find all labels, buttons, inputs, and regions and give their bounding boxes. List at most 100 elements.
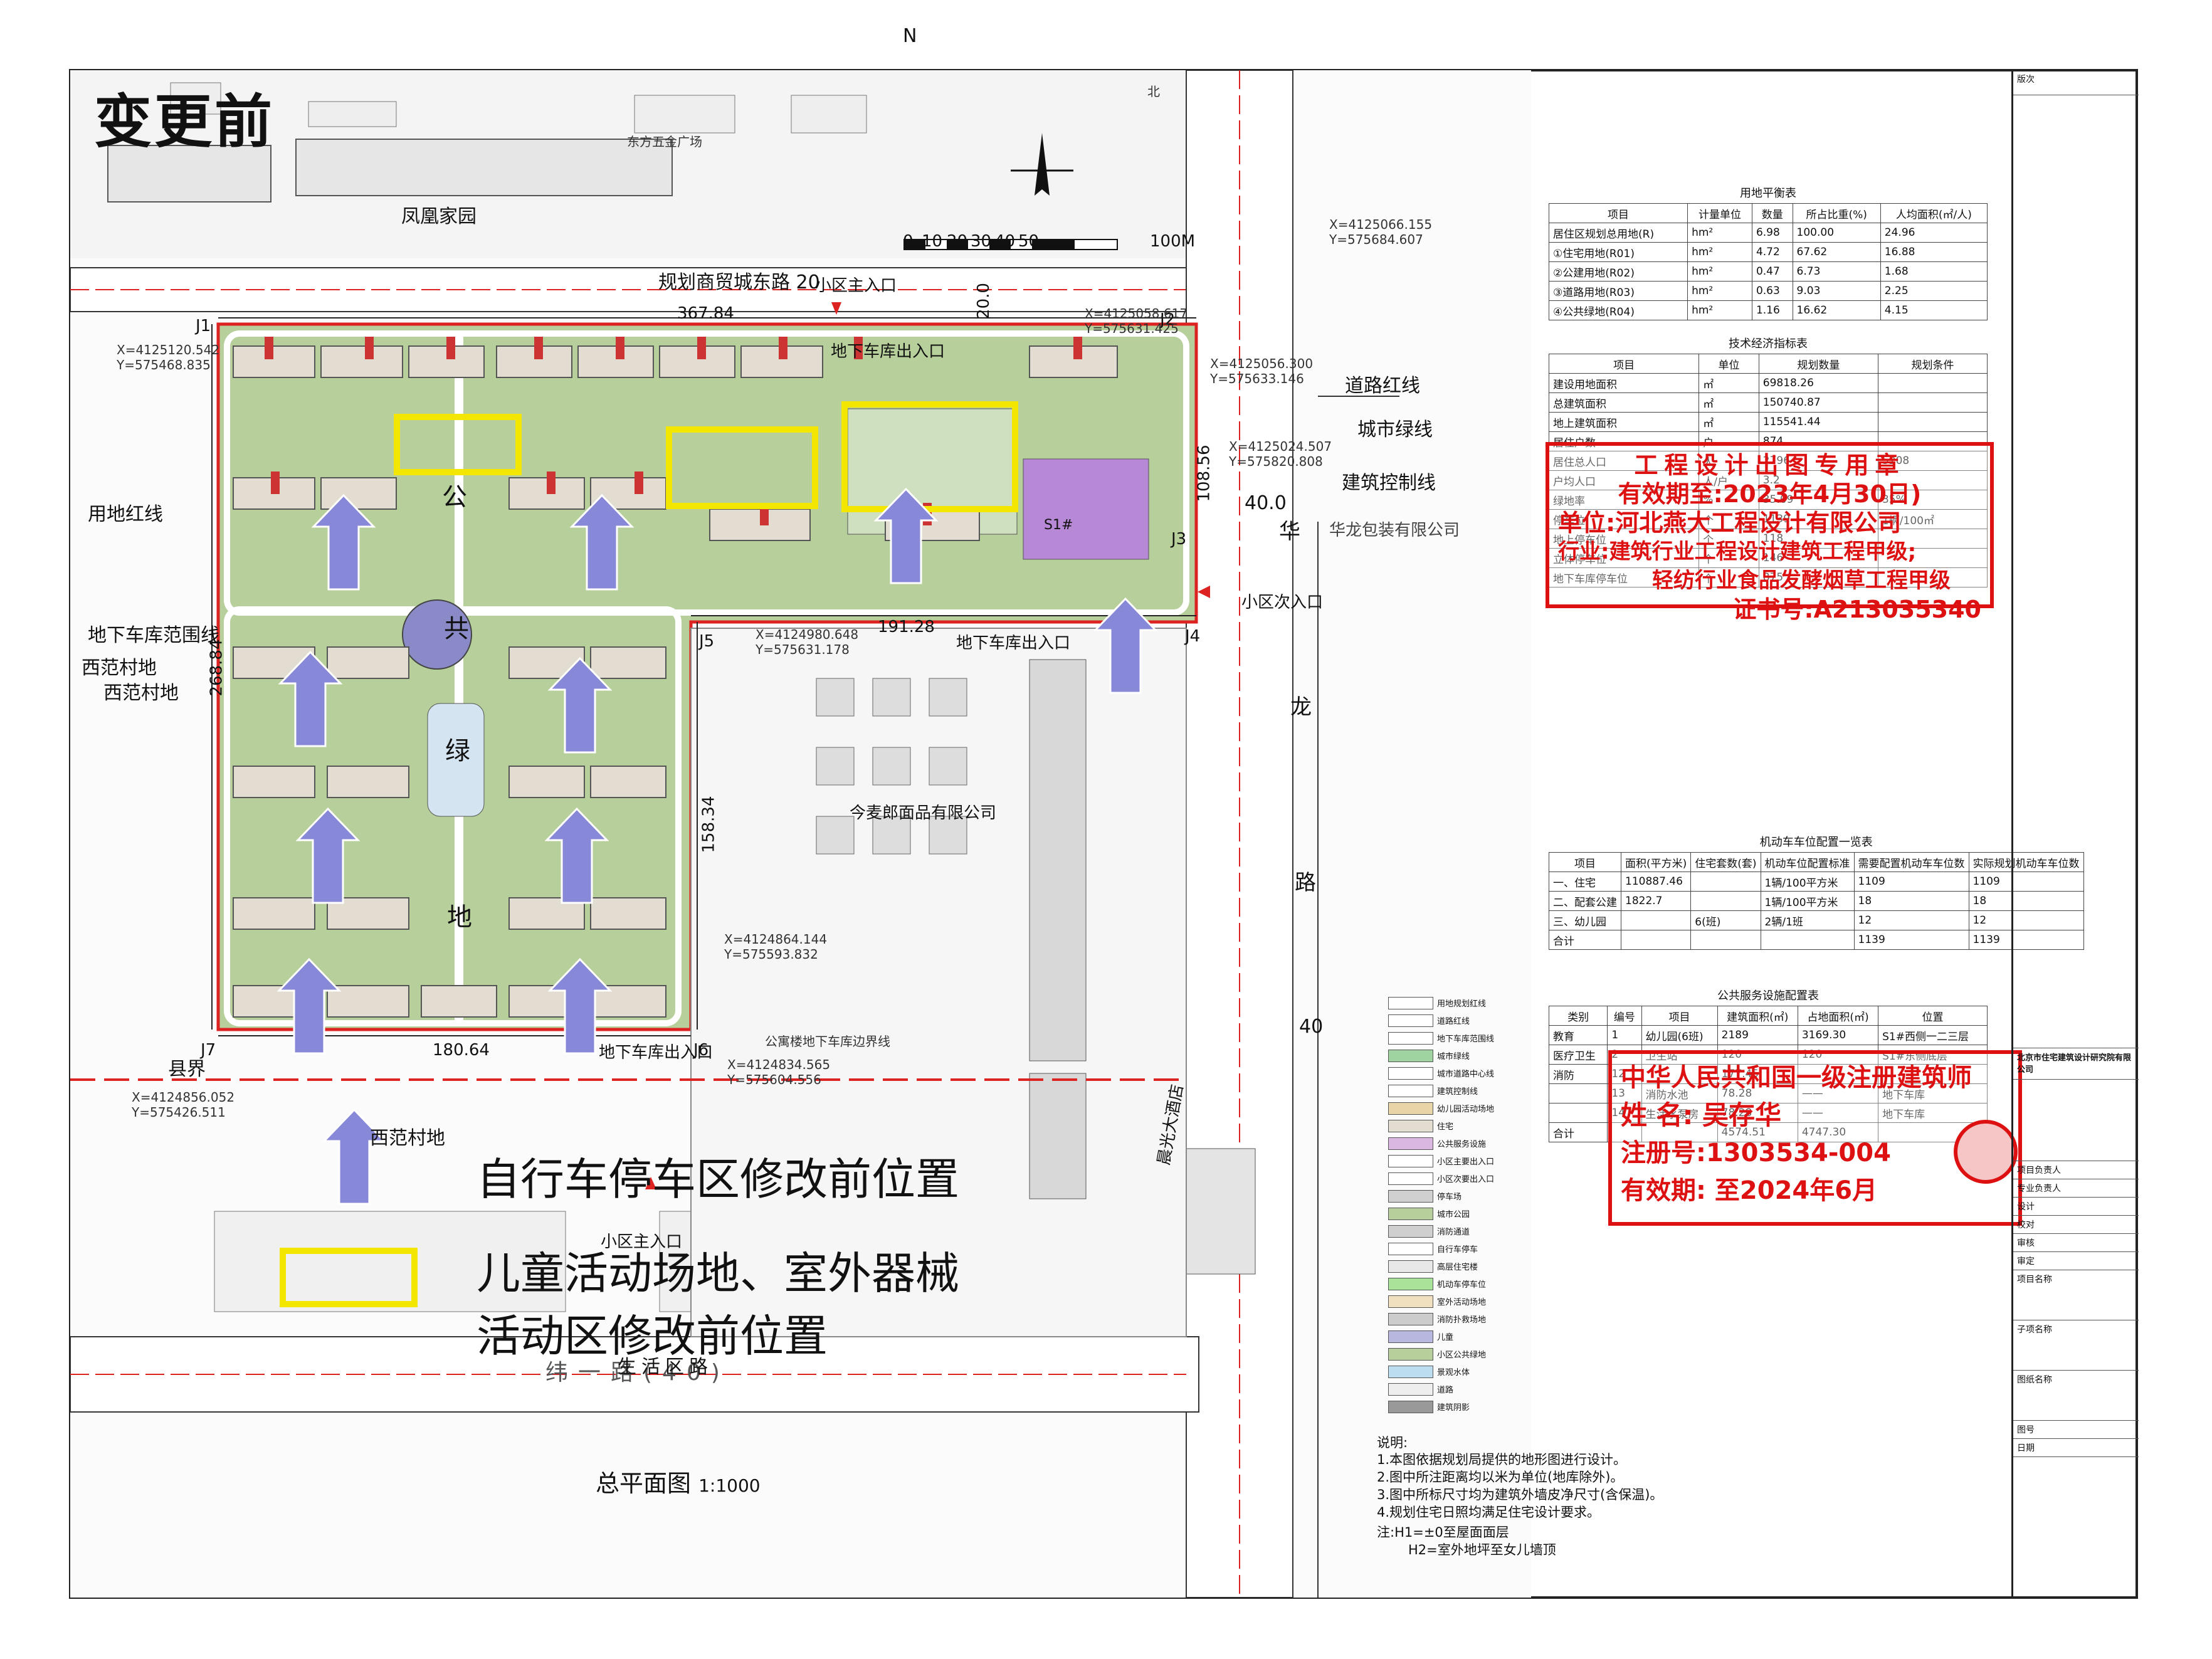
legend-label: 城市道路中心线: [1437, 1070, 1495, 1079]
legend-label: 道路红线: [1437, 1017, 1470, 1026]
parking-table-cell: [1620, 930, 1692, 950]
coord-3: X=4125058.617 Y=575631.425: [1085, 306, 1188, 336]
stamp-design-line1: 工程设计出图专用章: [1634, 451, 1905, 479]
site-plan-drawing: [70, 70, 1399, 1598]
land-table-cell: ②公建用地(R02): [1548, 261, 1688, 282]
legend-label: 小区公共绿地: [1437, 1351, 1487, 1360]
land-table-cell: 4.72: [1751, 242, 1793, 262]
parking-table-cell: [1620, 910, 1692, 930]
label-garage-line: 地下车库范围线: [88, 624, 219, 646]
tech-table-cell: 地上建筑面积: [1548, 412, 1700, 432]
stamp-design-line5: 轻纺行业食品发酵烟草工程甲级: [1652, 568, 1951, 593]
legend-swatch: [1388, 1243, 1433, 1255]
public-table-cell: 14: [1607, 1103, 1642, 1123]
public-table-cell: 生活水泵房: [1641, 1103, 1718, 1123]
annotation-kids-2: 活动区修改前位置: [477, 1310, 828, 1362]
green-char-1: 公: [442, 483, 467, 512]
public-table-cell: 13: [1607, 1083, 1642, 1103]
legend-label: 儿童: [1437, 1333, 1454, 1342]
legend-swatch: [1388, 1313, 1433, 1325]
parking-table-cell: 1辆/100平方米: [1760, 872, 1855, 892]
public-table-cell: S1#西侧一二三层: [1878, 1025, 1988, 1045]
legend-swatch: [1388, 1278, 1433, 1290]
legend-label: 城市绿线: [1437, 1052, 1470, 1061]
stamp-arch-line1: 中华人民共和国一级注册建筑师: [1621, 1063, 1972, 1092]
land-table-cell: hm²: [1687, 242, 1752, 262]
tb-check: 校对: [2013, 1216, 2139, 1234]
coord-5: X=4125024.507 Y=575820.808: [1229, 439, 1332, 469]
note-4: 4.规划住宅日照均满足住宅设计要求。: [1377, 1505, 1601, 1520]
arrow-icon: [278, 958, 340, 1055]
stamp-arch-line4: 有效期: 至2024年6月: [1621, 1176, 1878, 1205]
legend-label: 景观水体: [1437, 1368, 1470, 1377]
land-table-header-cell: 所占比重(%): [1792, 203, 1881, 223]
coord-1: X=4125120.542 Y=575468.835: [117, 342, 220, 372]
fenghuang-building: [295, 139, 673, 196]
legend-swatch: [1388, 1190, 1433, 1203]
tech-table-header-row: 项目单位规划数量规划条件: [1548, 354, 1988, 374]
legend-label: 道路: [1437, 1386, 1454, 1395]
tech-table-cell: 人/户: [1698, 470, 1759, 490]
parking-table-cell: 110887.46: [1620, 872, 1692, 892]
tech-table-cell: 地下车库停车位: [1548, 567, 1700, 587]
parking-table-header-cell: 机动车位配置标准: [1760, 852, 1855, 872]
label-xifan-2: 西范村地: [103, 682, 179, 704]
label-main-entrance: 小区主入口: [815, 276, 897, 295]
public-table-cell: [1607, 1122, 1642, 1142]
land-table-cell: ③道路用地(R03): [1548, 281, 1688, 301]
label-apt-garage-line: 公寓楼地下车库边界线: [765, 1034, 890, 1049]
tb-sub-name: 子项名称: [2013, 1320, 2139, 1371]
point-j7: J7: [201, 1041, 216, 1060]
land-table-caption: 用地平衡表: [1740, 187, 1796, 200]
label-build-control: 建筑控制线: [1342, 472, 1436, 494]
land-table-header-cell: 数量: [1751, 203, 1793, 223]
dim-367: 367.84: [677, 304, 734, 323]
scale-tick-50: 50: [1018, 232, 1040, 251]
main-entrance-marker: [831, 302, 841, 315]
public-table-header-cell: 类别: [1548, 1006, 1608, 1026]
tech-table-cell: ㎡: [1698, 412, 1759, 432]
label-garage-entrance-2: 地下车库出入口: [956, 634, 1071, 653]
parking-table: 机动车车位配置一览表项目面积(平方米)住宅套数(套)机动车位配置标准需要配置机动…: [1549, 831, 2084, 950]
land-table-cell: 16.62: [1792, 300, 1881, 320]
public-table-cell: 幼儿园(6班): [1641, 1025, 1718, 1045]
scale-tick-10: 10: [922, 232, 943, 251]
tech-table-cell: 150740.87: [1758, 392, 1878, 413]
land-table-cell: 4.15: [1880, 300, 1988, 320]
label-north-cn: 北: [1147, 84, 1160, 99]
public-table-cell: 地下车库: [1878, 1083, 1988, 1103]
legend-label: 高层住宅楼: [1437, 1263, 1478, 1272]
public-table-header-cell: 位置: [1878, 1006, 1988, 1026]
tech-table-cell: 户均人口: [1548, 470, 1700, 490]
point-j2: J2: [1160, 310, 1176, 329]
public-table-cell: [1548, 1103, 1608, 1123]
kids-area-highlight-2: [666, 426, 818, 509]
public-table-cell: 2189: [1717, 1025, 1798, 1045]
legend-label: 机动车停车位: [1437, 1280, 1487, 1290]
arrow-icon: [279, 651, 342, 747]
parking-table-cell: 二、配套公建: [1549, 891, 1621, 911]
legend-label: 消防扑救场地: [1437, 1315, 1487, 1325]
public-table-cell: 2: [1607, 1045, 1642, 1065]
arrow-icon: [297, 808, 359, 904]
tech-table-caption: 技术经济指标表: [1729, 337, 1808, 350]
legend-label: 城市公园: [1437, 1210, 1470, 1219]
tech-table-header-cell: 单位: [1698, 354, 1759, 374]
tech-table-cell: [1877, 567, 1988, 587]
parking-table-cell: [1690, 872, 1761, 892]
scale-tick-40: 40: [994, 232, 1016, 251]
legend-swatch: [1388, 1014, 1433, 1027]
parking-table-header-cell: 需要配置机动车车位数: [1853, 852, 1969, 872]
label-road-top: 规划商贸城东路 20: [658, 271, 820, 293]
parking-table-cell: 18: [1853, 891, 1969, 911]
label-secondary-entrance: 小区次入口: [1241, 593, 1324, 612]
tb-blank: [2013, 95, 2139, 1048]
